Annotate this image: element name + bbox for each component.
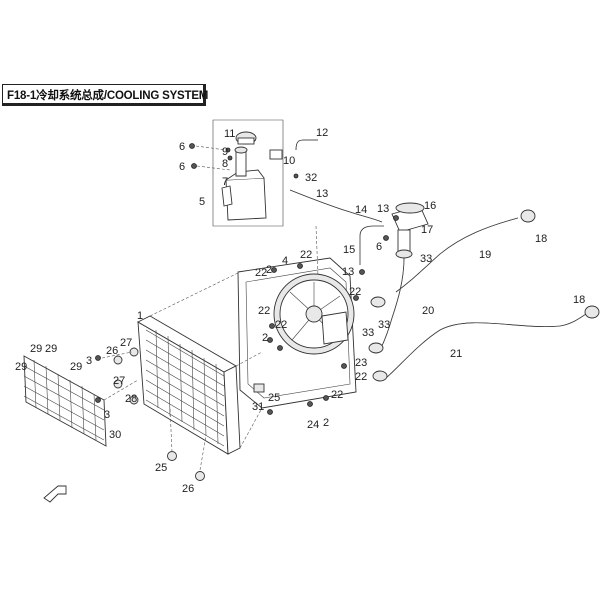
title-box: F18-1冷却系统总成/COOLING SYSTEM: [2, 84, 209, 106]
callout-label: 29: [70, 361, 82, 373]
callout-label: 21: [450, 348, 462, 360]
radiator: [137, 315, 241, 455]
hose-15: [359, 225, 384, 265]
callout-label: 22: [258, 305, 270, 317]
radiator-screen: [23, 355, 107, 447]
callout-label: 29: [30, 343, 42, 355]
callout-label: 2: [323, 417, 329, 429]
hose-19: [395, 217, 519, 293]
callout-label: 20: [422, 305, 434, 317]
callout-label: 3: [86, 355, 92, 367]
callout-label: 22: [275, 319, 287, 331]
callout-label: 29: [15, 361, 27, 373]
callout-label: 27: [113, 375, 125, 387]
callout-label: 22: [255, 267, 267, 279]
callout-label: 29: [45, 343, 57, 355]
callout-label: 15: [343, 244, 355, 256]
callout-label: 9: [222, 146, 228, 158]
callout-label: 7: [222, 176, 228, 188]
callout-label: 22: [331, 389, 343, 401]
callout-label: 11: [224, 128, 235, 140]
fasteners: [95, 215, 399, 481]
reservoir-group: [189, 119, 299, 227]
callout-label: 12: [316, 127, 328, 139]
callout-label: 22: [355, 371, 367, 383]
callout-label: 14: [355, 204, 367, 216]
callout-label: 27: [120, 337, 132, 349]
callout-label: 10: [283, 155, 295, 167]
callout-label: 19: [479, 249, 491, 261]
hose-12: [295, 139, 318, 151]
callout-label: 22: [300, 249, 312, 261]
direction-arrow-icon: [43, 485, 67, 503]
callout-label: 4: [282, 255, 288, 267]
callout-label: 13: [342, 266, 354, 278]
callout-label: 3: [104, 409, 110, 421]
callout-label: 31: [252, 401, 264, 413]
callout-label: 33: [378, 319, 390, 331]
callout-label: 13: [377, 203, 389, 215]
fan-shroud: [237, 257, 357, 409]
callout-label: 24: [307, 419, 319, 431]
callout-label: 1: [137, 310, 143, 322]
callout-label: 33: [362, 327, 374, 339]
callout-label: 2: [262, 332, 268, 344]
callout-label: 16: [424, 200, 436, 212]
callout-label: 6: [179, 161, 185, 173]
callout-label: 17: [421, 224, 433, 236]
callout-label: 32: [305, 172, 317, 184]
callout-label: 28: [125, 393, 137, 405]
page-title: F18-1冷却系统总成/COOLING SYSTEM: [7, 90, 209, 102]
hose-clamp-18-lower: [584, 305, 600, 319]
callout-label: 26: [106, 345, 118, 357]
callout-label: 2: [266, 264, 272, 276]
hose-21: [385, 313, 587, 379]
callout-label: 33: [420, 253, 432, 265]
callout-label: 6: [179, 141, 185, 153]
callout-label: 26: [182, 483, 194, 495]
callout-label: 30: [109, 429, 121, 441]
callout-label: 25: [268, 392, 280, 404]
callout-label: 8: [222, 158, 228, 170]
callout-label: 5: [199, 196, 205, 208]
callout-labels: 1 2 2 2 3 3 4 5 6 6 6 7 8 9 10 11 12 13 …: [15, 127, 585, 495]
callout-label: 25: [155, 462, 167, 474]
hose-clamp-18-upper: [520, 209, 536, 223]
callout-label: 18: [573, 294, 585, 306]
callout-label: 6: [376, 241, 382, 253]
callout-label: 13: [316, 188, 328, 200]
callout-label: 23: [355, 357, 367, 369]
callout-label: 22: [349, 286, 361, 298]
thermostat-housing: [391, 202, 429, 259]
callout-label: 18: [535, 233, 547, 245]
